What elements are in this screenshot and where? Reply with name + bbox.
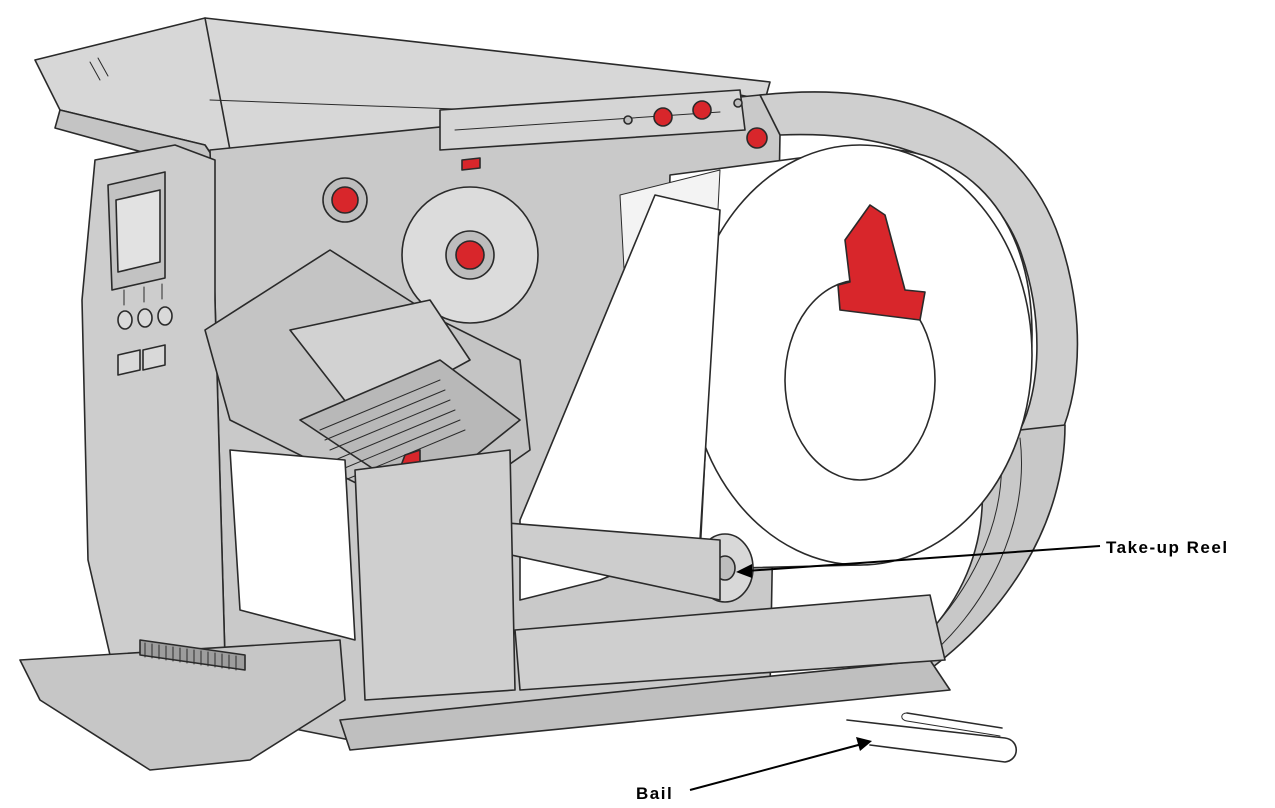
bail-leader bbox=[689, 743, 863, 791]
top-knobs bbox=[461, 98, 768, 171]
ribbon-spindle bbox=[322, 177, 539, 324]
front-door bbox=[229, 449, 516, 701]
bail-part bbox=[846, 712, 1018, 763]
take-up-reel-arrowhead bbox=[736, 564, 752, 578]
take-up-reel-label: Take-up Reel bbox=[1106, 538, 1229, 557]
bail-label: Bail bbox=[636, 784, 674, 803]
bail-arrowhead bbox=[856, 737, 872, 751]
printer-base bbox=[339, 594, 951, 751]
roll-guide bbox=[837, 204, 926, 321]
printhead-assembly bbox=[204, 249, 531, 521]
control-panel bbox=[81, 144, 226, 691]
callout-lines bbox=[689, 545, 1101, 791]
take-up-reel-leader bbox=[745, 545, 1101, 572]
take-up-reel bbox=[464, 519, 754, 603]
front-guide bbox=[19, 639, 346, 771]
